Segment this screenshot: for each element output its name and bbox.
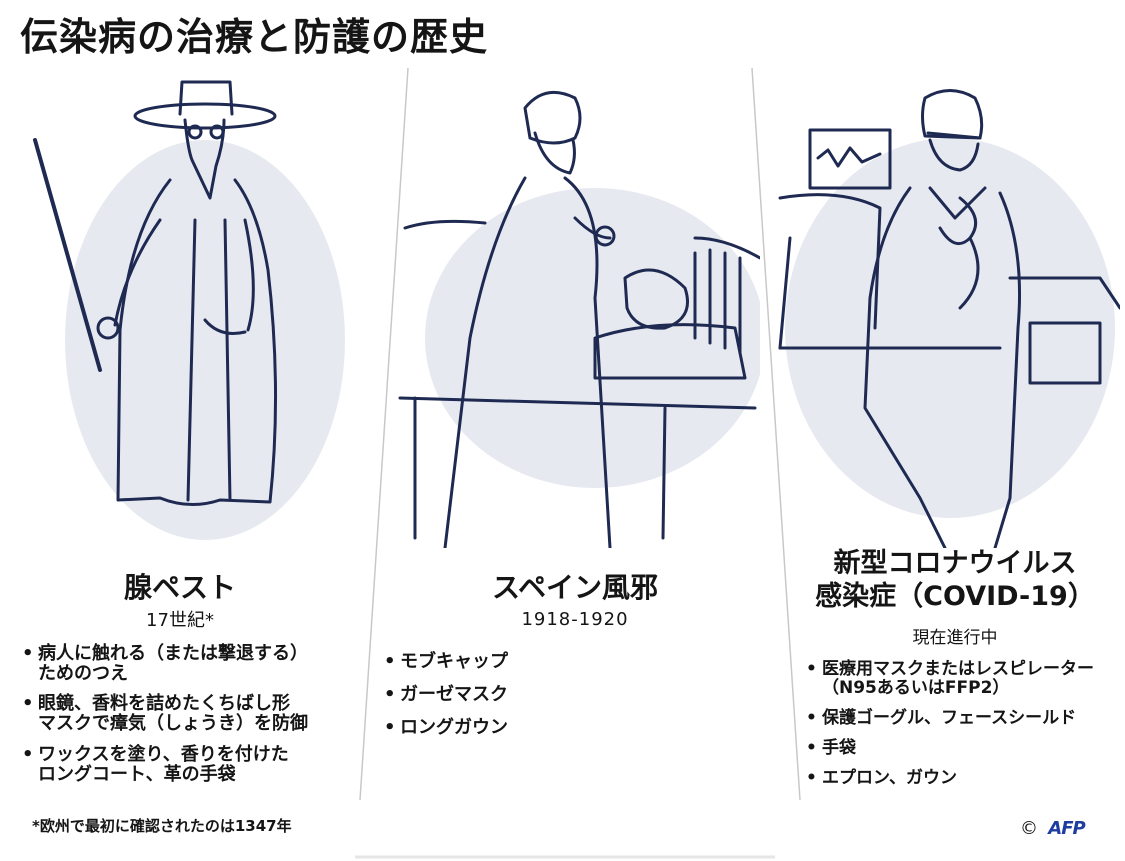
item-line: ロングコート、革の手袋 xyxy=(38,763,236,785)
era-period-covid: 現在進行中 xyxy=(912,628,998,648)
list-item: モブキャップ xyxy=(384,651,684,672)
era-period-plague: 17世紀* xyxy=(146,610,214,631)
era-period-spanish-flu: 1918-1920 xyxy=(521,609,629,630)
items-covid: 医療用マスクまたはレスピレーター （N95あるいはFFP2） 保護ゴーグル、フェ… xyxy=(806,659,1121,789)
item-line: 手袋 xyxy=(822,738,856,759)
era-title-line: スペイン風邪 xyxy=(491,571,659,604)
list-item: 手袋 xyxy=(806,738,1121,759)
era-title-line: 感染症（COVID-19） xyxy=(815,580,1095,612)
list-item: エプロン、ガウン xyxy=(806,768,1121,789)
item-line: ワックスを塗り、香りを付けた xyxy=(38,743,289,765)
plague-doctor-illustration xyxy=(33,80,345,540)
list-item: 眼鏡、香料を詰めたくちばし形 マスクで瘴気（しょうき）を防御 xyxy=(22,694,362,734)
item-line: ガーゼマスク xyxy=(400,684,508,706)
era-title-line: 腺ペスト xyxy=(123,571,236,604)
era-title-line: 新型コロナウイルス xyxy=(833,548,1077,579)
nurse-and-patient-illustration xyxy=(398,90,760,548)
list-item: 病人に触れる（または撃退する） ためのつえ xyxy=(22,643,362,685)
item-line: 病人に触れる（または撃退する） xyxy=(38,643,308,664)
credit: © AFP xyxy=(1020,818,1086,839)
list-item: ロングガウン xyxy=(384,717,684,739)
items-plague: 病人に触れる（または撃退する） ためのつえ 眼鏡、香料を詰めたくちばし形 マスク… xyxy=(22,643,362,785)
items-spanish-flu: モブキャップ ガーゼマスク ロングガウン xyxy=(384,651,684,739)
copyright-symbol: © xyxy=(1020,818,1038,839)
afp-logo: AFP xyxy=(1048,818,1085,839)
list-item: ワックスを塗り、香りを付けた ロングコート、革の手袋 xyxy=(22,743,362,785)
era-title-plague: 腺ペスト xyxy=(40,566,320,606)
item-line: ロングガウン xyxy=(400,717,508,739)
item-line: 眼鏡、香料を詰めたくちばし形 xyxy=(38,693,290,715)
item-line: モブキャップ xyxy=(400,651,508,672)
footnote: *欧州で最初に確認されたのは1347年 xyxy=(32,817,292,835)
item-line: 医療用マスクまたはレスピレーター xyxy=(822,659,1094,679)
list-item: ガーゼマスク xyxy=(384,684,684,706)
item-line: ためのつえ xyxy=(38,663,128,685)
list-item: 保護ゴーグル、フェースシールド xyxy=(806,708,1121,729)
item-line: マスクで瘴気（しょうき）を防御 xyxy=(38,713,308,735)
item-line: （N95あるいはFFP2） xyxy=(822,678,1010,699)
page-title: 伝染病の治療と防護の歴史 xyxy=(20,15,489,59)
item-line: 保護ゴーグル、フェースシールド xyxy=(822,708,1077,729)
item-line: エプロン、ガウン xyxy=(822,768,957,789)
era-title-spanish-flu: スペイン風邪 xyxy=(430,566,720,606)
era-title-covid: 新型コロナウイルス 感染症（COVID-19） xyxy=(790,548,1120,614)
list-item: 医療用マスクまたはレスピレーター （N95あるいはFFP2） xyxy=(806,659,1121,699)
medical-worker-illustration xyxy=(778,89,1120,548)
